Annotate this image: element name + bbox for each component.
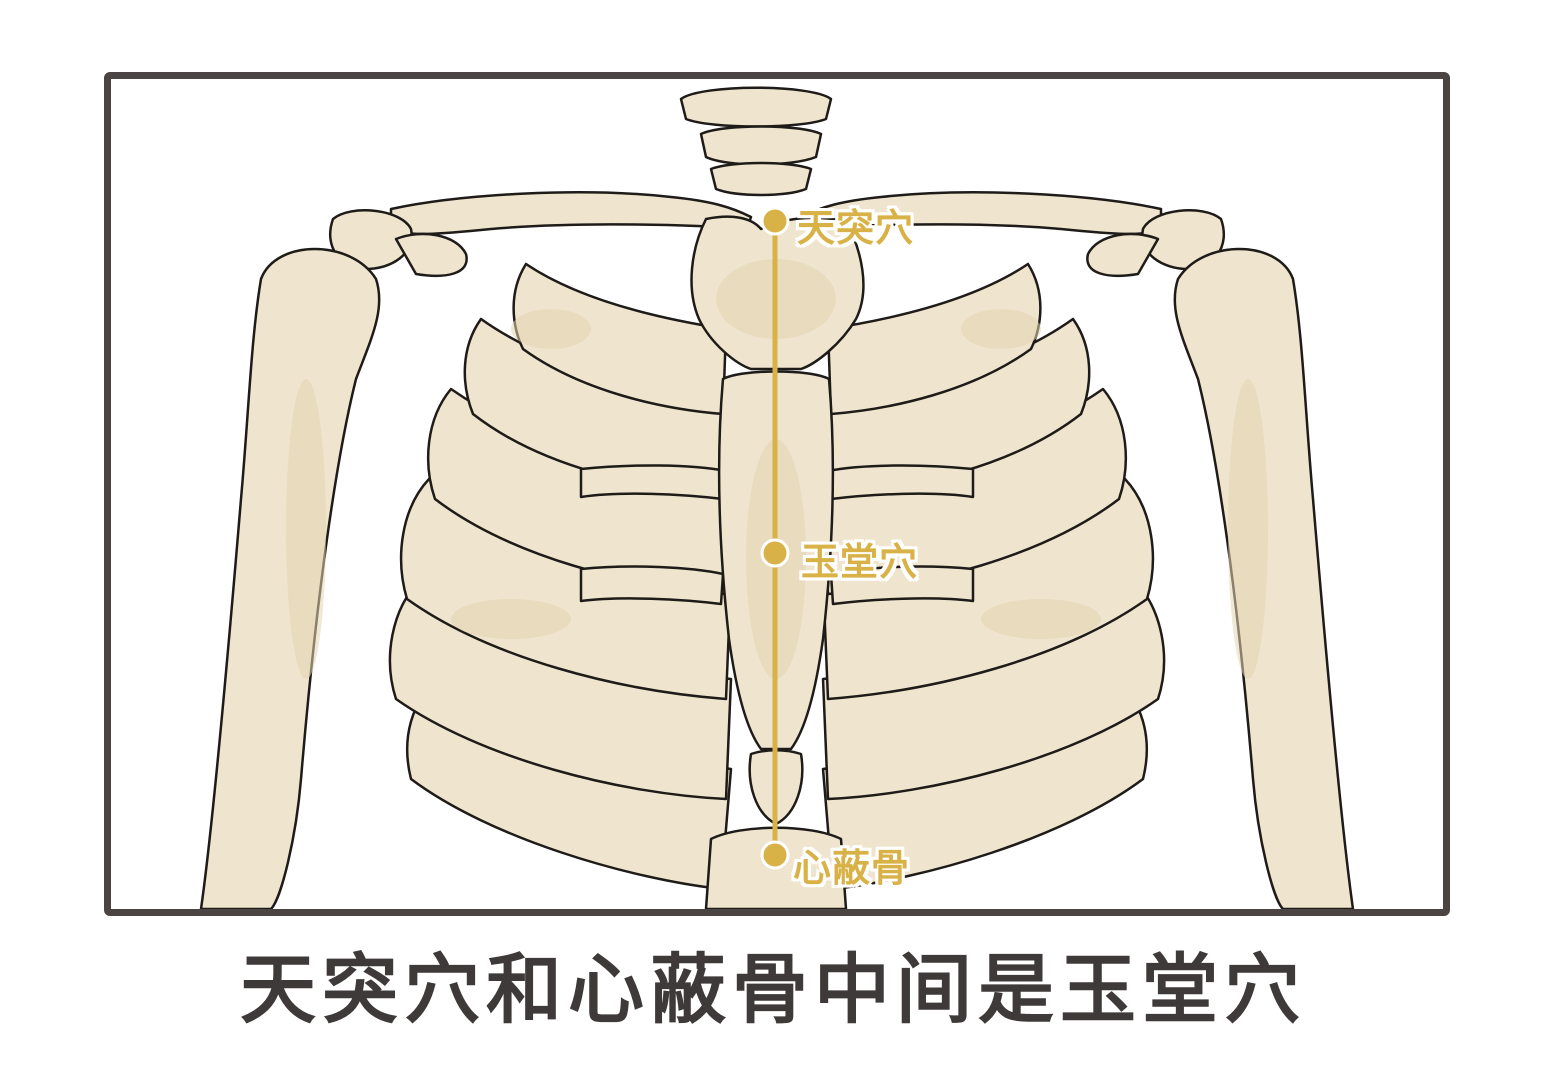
point-label-yutang: 玉堂穴 xyxy=(801,540,919,584)
caption-text: 天突穴和心蔽骨中间是玉堂穴 xyxy=(240,945,1306,1034)
skeleton-chest-illustration xyxy=(199,86,1355,909)
rib xyxy=(512,262,728,416)
right-scapula-edge xyxy=(1086,232,1160,278)
costal-cartilage xyxy=(579,464,728,501)
cervical-vertebra xyxy=(699,125,823,166)
cervical-vertebra xyxy=(679,86,833,128)
costal-cartilage xyxy=(826,464,975,501)
left-scapula-edge xyxy=(394,232,468,278)
point-marker-xinbigu xyxy=(760,840,790,870)
left-clavicle xyxy=(389,191,753,236)
illustration-frame: 天突穴 玉堂穴 心蔽骨 xyxy=(104,72,1450,916)
point-marker-yutang xyxy=(760,538,790,568)
costal-cartilage xyxy=(579,565,725,606)
rib xyxy=(826,262,1042,416)
point-label-xinbigu: 心蔽骨 xyxy=(793,846,911,890)
cervical-vertebra xyxy=(709,161,813,197)
costal-cartilage xyxy=(829,565,975,606)
point-marker-tiantu xyxy=(760,206,790,236)
point-label-tiantu: 天突穴 xyxy=(797,206,915,250)
